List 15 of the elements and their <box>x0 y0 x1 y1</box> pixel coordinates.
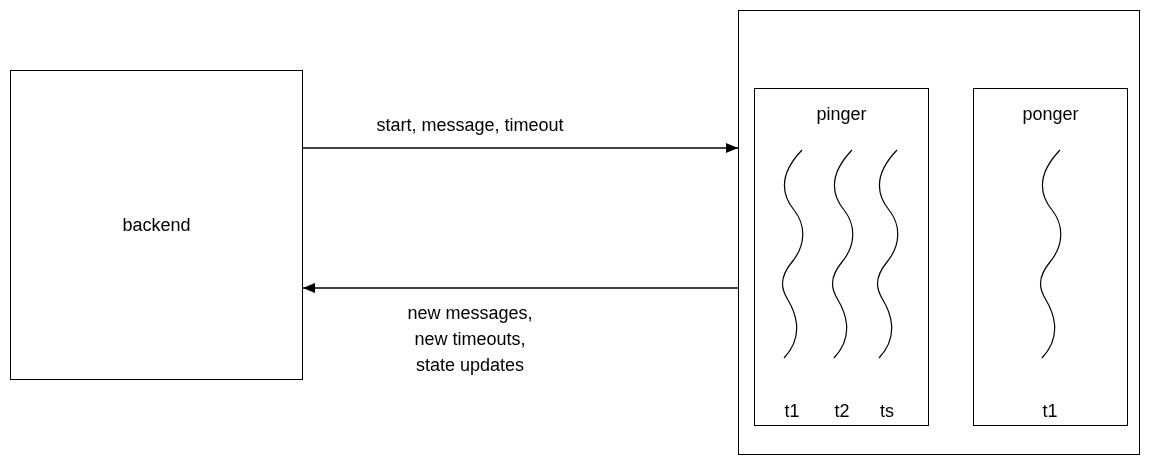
edge-label: new messages, new timeouts, state updates <box>406 302 534 377</box>
thread-label: t2 <box>833 400 851 423</box>
box-title: backend <box>122 213 191 237</box>
thread-label: t1 <box>1041 400 1059 423</box>
system-box <box>738 10 1140 455</box>
component-box <box>973 88 1128 426</box>
component-box <box>754 88 929 426</box>
arrow <box>302 143 739 153</box>
arrow <box>302 283 739 293</box>
box-title: pinger <box>816 103 867 126</box>
thread-label: ts <box>879 400 895 423</box>
system-box <box>10 70 303 380</box>
box-title: ponger <box>1022 103 1079 126</box>
edge-label: start, message, timeout <box>375 114 565 137</box>
thread-label: t1 <box>783 400 801 423</box>
